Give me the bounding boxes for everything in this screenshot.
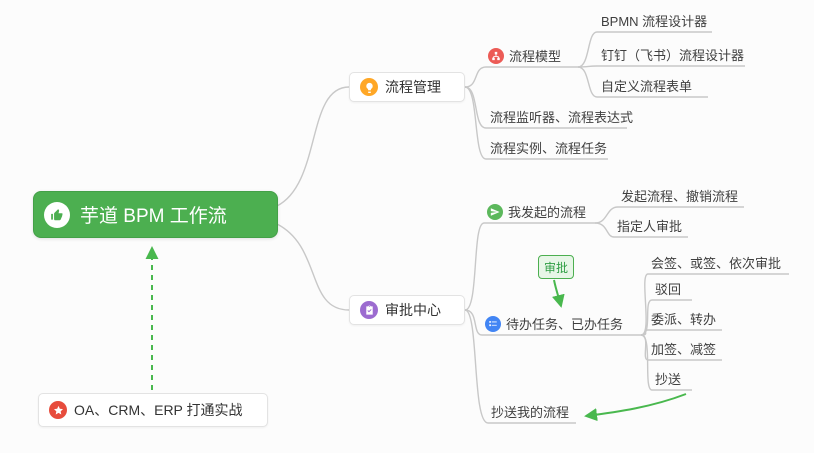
leaf-label: 指定人审批 <box>617 219 683 234</box>
leaf-process-model[interactable]: 流程模型 <box>488 46 561 65</box>
leaf-label: 发起流程、撤销流程 <box>621 189 739 204</box>
leaf-label: 流程监听器、流程表达式 <box>490 110 634 125</box>
leaf-countersign[interactable]: 会签、或签、依次审批 <box>651 253 781 272</box>
leaf-assigned-approver[interactable]: 指定人审批 <box>617 216 682 235</box>
checklist-icon <box>485 315 501 332</box>
leaf-custom-form[interactable]: 自定义流程表单 <box>601 76 692 95</box>
arrow-badge-to-tasks <box>552 279 565 308</box>
leaf-cc-my-process[interactable]: 抄送我的流程 <box>491 402 569 421</box>
leaf-label: 流程模型 <box>509 49 562 64</box>
arrow-cc-to-ccmy <box>584 393 687 422</box>
leaf-label: 待办任务、已办任务 <box>506 317 624 332</box>
footer-note-node[interactable]: OA、CRM、ERP 打通实战 <box>38 393 268 427</box>
leaf-label: 驳回 <box>655 282 682 297</box>
leaf-label: 自定义流程表单 <box>601 79 693 94</box>
lightbulb-icon <box>360 78 378 96</box>
sitemap-icon <box>488 47 504 64</box>
leaf-bpmn-designer[interactable]: BPMN 流程设计器 <box>601 11 707 30</box>
leaf-label: 抄送我的流程 <box>491 405 570 420</box>
leaf-todo-done-tasks[interactable]: 待办任务、已办任务 <box>485 314 623 333</box>
edge-mgmt-model <box>464 66 578 88</box>
star-icon <box>49 401 67 419</box>
leaf-dingtalk-designer[interactable]: 钉钉（飞书）流程设计器 <box>601 45 744 64</box>
leaf-label: BPMN 流程设计器 <box>601 14 708 29</box>
root-label: 芋道 BPM 工作流 <box>80 206 227 227</box>
leaf-label: 流程实例、流程任务 <box>490 141 608 156</box>
branch-label: 审批中心 <box>385 302 441 318</box>
branch-process-management[interactable]: 流程管理 <box>349 72 465 102</box>
edge-root-approval <box>276 223 350 311</box>
branch-approval-center[interactable]: 审批中心 <box>349 295 465 325</box>
leaf-my-initiated[interactable]: 我发起的流程 <box>487 202 586 221</box>
leaf-delegate-transfer[interactable]: 委派、转办 <box>651 309 716 328</box>
approval-tag[interactable]: 审批 <box>538 255 574 279</box>
approval-tag-label: 审批 <box>543 260 568 275</box>
leaf-label: 我发起的流程 <box>508 205 587 220</box>
leaf-reject[interactable]: 驳回 <box>655 279 681 298</box>
thumbs-up-icon <box>44 201 70 228</box>
leaf-label: 钉钉（飞书）流程设计器 <box>601 48 745 63</box>
paper-plane-icon <box>487 203 503 220</box>
edge-approval-myinitiated <box>464 222 595 311</box>
leaf-initiate-cancel[interactable]: 发起流程、撤销流程 <box>621 186 738 205</box>
leaf-label: 加签、减签 <box>651 342 717 357</box>
footer-note-label: OA、CRM、ERP 打通实战 <box>74 402 243 418</box>
edge-tasks-delegate <box>640 329 722 336</box>
leaf-cc[interactable]: 抄送 <box>655 369 681 388</box>
leaf-label: 委派、转办 <box>651 312 717 327</box>
leaf-instance-task[interactable]: 流程实例、流程任务 <box>490 138 607 157</box>
leaf-label: 抄送 <box>655 372 682 387</box>
leaf-add-remove-sign[interactable]: 加签、减签 <box>651 339 716 358</box>
branch-label: 流程管理 <box>385 79 441 95</box>
edge-root-mgmt <box>276 86 350 207</box>
leaf-label: 会签、或签、依次审批 <box>651 256 782 271</box>
edge-model-dingtalk <box>577 65 745 68</box>
clipboard-check-icon <box>360 301 378 319</box>
leaf-listener-expression[interactable]: 流程监听器、流程表达式 <box>490 107 633 126</box>
root-node[interactable]: 芋道 BPM 工作流 <box>33 191 278 238</box>
